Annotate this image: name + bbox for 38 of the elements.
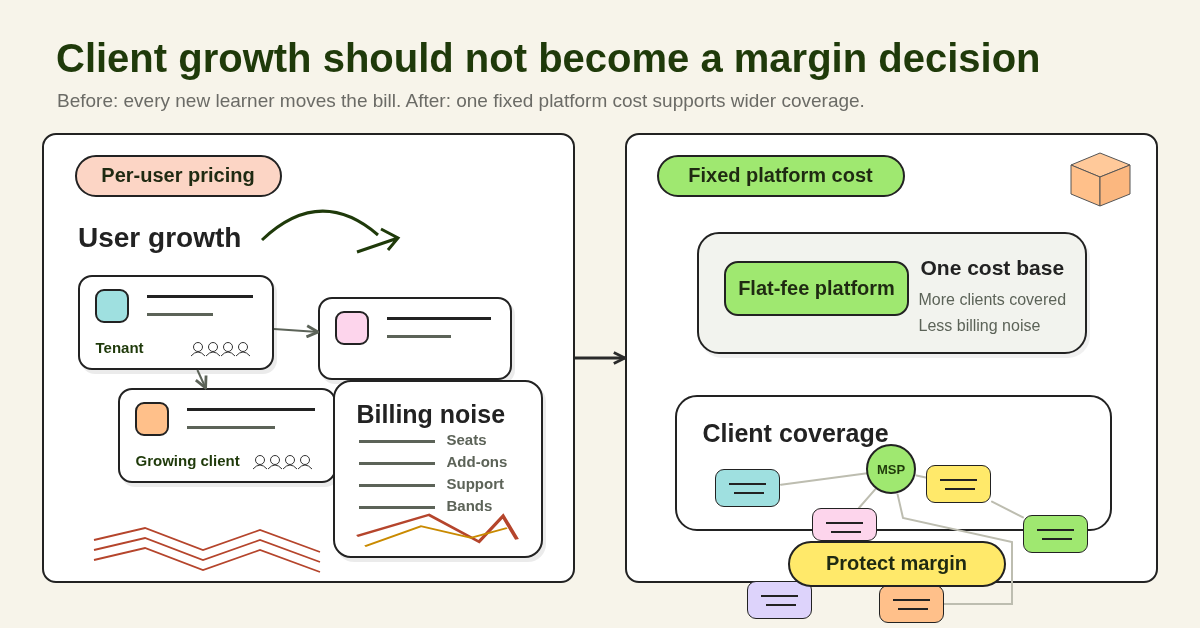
mini-card: [879, 585, 944, 623]
panel: [42, 133, 575, 583]
card-heading: Billing noise: [356, 399, 506, 429]
card: [77, 274, 274, 370]
mini-card: [811, 507, 877, 541]
mini-card: [926, 465, 991, 503]
card-label: Growing client: [135, 451, 240, 469]
card-label: Tenant: [95, 338, 144, 356]
pill-tag: Fixed platform cost: [656, 154, 905, 197]
list-item: Support: [446, 474, 504, 492]
list-item: Add-ons: [446, 452, 508, 470]
card-heading: One cost base: [920, 255, 1065, 280]
connector-line: [857, 487, 877, 509]
title: Client growth should not become a margin decision: [56, 36, 1041, 81]
pill-tag: Per-user pricing: [74, 154, 282, 197]
card-text: Less billing noise: [918, 316, 1041, 335]
list-item: Seats: [446, 430, 487, 448]
mini-card: [747, 581, 812, 619]
panel-card: [674, 394, 1112, 531]
card: [332, 379, 543, 558]
list-item: Bands: [446, 496, 493, 514]
arrow: [273, 324, 320, 339]
blank-card: [317, 296, 512, 380]
card-text: More clients covered: [918, 290, 1067, 309]
connector-line: [915, 474, 928, 479]
panel-card: [696, 231, 1087, 354]
mini-card: [715, 469, 780, 507]
mini-card: [1022, 514, 1088, 553]
pill-tag: Protect margin: [787, 540, 1006, 587]
connector-line: [896, 493, 1013, 605]
connector-line: [991, 500, 1024, 519]
connector-line: [780, 472, 869, 486]
pill-tag: Flat-fee platform: [724, 261, 909, 316]
card: [117, 387, 336, 483]
arrow: [575, 351, 627, 365]
heading-label: User growth: [78, 222, 242, 254]
subtitle: Before: every new learner moves the bill. After: one fixed platform cost supports wider coverage.: [57, 90, 865, 112]
arrow: [194, 369, 208, 390]
